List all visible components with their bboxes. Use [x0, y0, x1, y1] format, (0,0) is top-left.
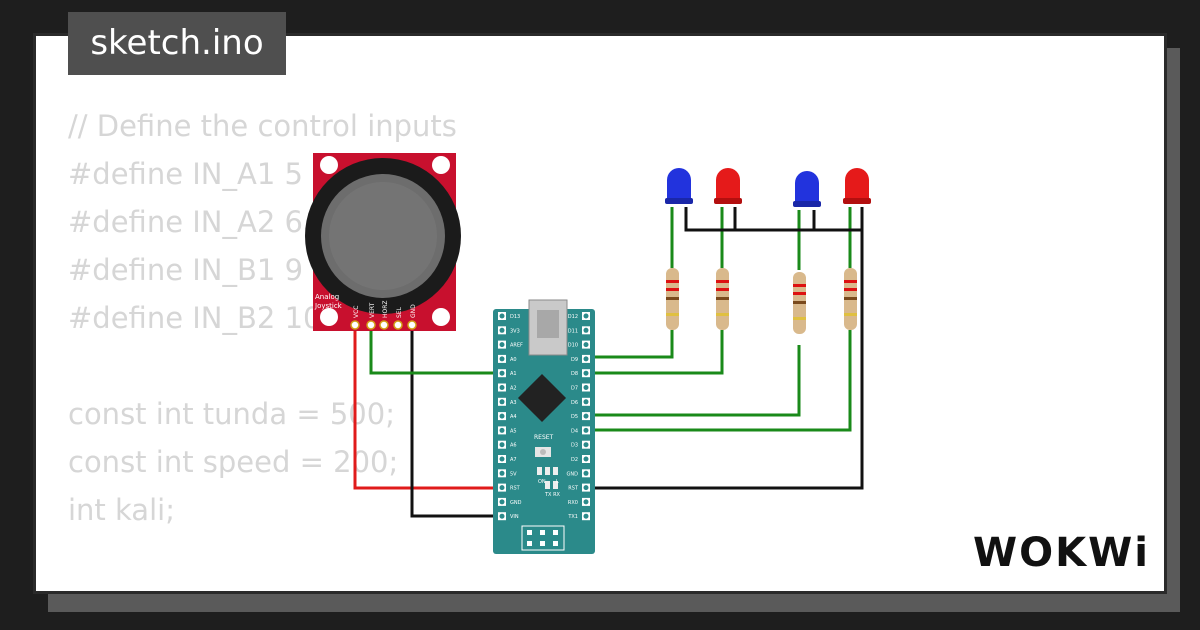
joystick-pin-label: SEL — [396, 306, 403, 318]
board-pin-label: D13 — [510, 314, 520, 320]
board-pin-label: TX1 — [567, 514, 578, 520]
led-blue-1[interactable] — [665, 168, 693, 204]
led-blue-2[interactable] — [793, 171, 821, 207]
board-pin-label: D2 — [571, 457, 578, 463]
resistor-3[interactable] — [793, 272, 806, 334]
leds — [665, 168, 871, 207]
joystick-pin-label: GND — [410, 304, 417, 318]
code-line: #define IN_B1 9 — [68, 253, 304, 287]
wire-joystick-vcc-to-5v[interactable] — [353, 325, 502, 490]
board-pin-label: RX0 — [568, 500, 578, 506]
led-red-1[interactable] — [714, 168, 742, 204]
board-pin-label: GND — [510, 500, 522, 506]
board-leds — [537, 467, 558, 489]
code-line: const int tunda = 500; — [68, 397, 395, 431]
board-pin-label: A7 — [510, 457, 517, 463]
board-pin-label: A2 — [510, 386, 517, 392]
wire-led-common-ground-2[interactable] — [735, 210, 816, 232]
board-pin-label: D12 — [568, 314, 578, 320]
board-pin-label: 3V3 — [510, 328, 520, 334]
wire-d6-to-resistor3[interactable] — [586, 345, 801, 417]
code-line: #define IN_B2 10 — [68, 301, 322, 335]
code-line: #define IN_A2 6 — [68, 205, 303, 239]
wire-led-common-ground-3[interactable] — [814, 207, 864, 232]
board-pin-label: D9 — [571, 357, 578, 363]
joystick-label: Joystick — [314, 302, 343, 310]
board-pin-label: A6 — [510, 443, 517, 449]
board-pin-label: D6 — [571, 400, 578, 406]
board-pin-label: D7 — [571, 386, 578, 392]
joystick-pin-label: VCC — [353, 306, 360, 318]
resistor-2[interactable] — [716, 268, 729, 330]
file-tab[interactable]: sketch.ino — [68, 12, 286, 75]
board-pin-label: D3 — [571, 443, 578, 449]
board-pin-label: D11 — [568, 328, 578, 334]
wire-d5-to-resistor4[interactable] — [586, 330, 852, 432]
wire-joystick-vert-to-a0[interactable] — [369, 325, 502, 375]
led-label-on: ON — [538, 479, 546, 485]
joystick-pin-row — [350, 320, 417, 330]
board-pin-label: D5 — [571, 414, 578, 420]
code-line: #define IN_A1 5 — [68, 157, 303, 191]
wires — [353, 207, 864, 518]
joystick-module[interactable]: Analog Joystick VCC VERT HORZ SEL GND — [305, 153, 461, 331]
board-pin-label: 5V — [510, 471, 517, 477]
resistors — [666, 268, 857, 334]
resistor-1[interactable] — [666, 268, 679, 330]
led-label-l: L — [556, 479, 559, 485]
code-editor: // Define the control inputs #define IN_A… — [68, 102, 457, 591]
wokwi-logo: WOKWi — [973, 530, 1150, 576]
txrx-label: TX RX — [544, 492, 561, 498]
board-pin-label: D8 — [571, 371, 578, 377]
wire-led-ground-to-board[interactable] — [586, 230, 864, 490]
board-pin-label: D10 — [568, 343, 578, 349]
microcontroller-chip — [517, 373, 567, 423]
wire-d10-to-resistor1[interactable] — [586, 330, 674, 359]
board-pin-label: A3 — [510, 400, 517, 406]
board-pin-label: D4 — [571, 428, 578, 434]
board-pin-label: RST — [510, 486, 521, 492]
joystick-label: Analog — [315, 293, 339, 301]
code-line: int kali; — [68, 493, 175, 527]
code-line: void setup() { — [68, 582, 457, 591]
board-pin-label: RST — [568, 486, 579, 492]
reset-label: RESET — [534, 434, 554, 441]
board-pin-label: GND — [567, 471, 579, 477]
code-line: const int speed = 200; — [68, 445, 399, 479]
wire-d9-to-resistor2[interactable] — [586, 330, 724, 375]
board-pin-label: AREF — [510, 343, 523, 349]
board-pin-label: A5 — [510, 428, 517, 434]
joystick-pin-label: HORZ — [382, 300, 389, 318]
board-pin-label: A4 — [510, 414, 517, 420]
wire-led-common-ground[interactable] — [684, 207, 737, 232]
icsp-header — [521, 525, 565, 551]
board-pin-label: VIN — [510, 514, 519, 520]
code-line: // Define the control inputs — [68, 109, 457, 143]
led-red-2[interactable] — [843, 168, 871, 204]
resistor-4[interactable] — [844, 268, 857, 330]
preview-card: // Define the control inputs #define IN_A… — [33, 33, 1167, 594]
joystick-pin-label: VERT — [369, 302, 376, 318]
board-pin-label: A1 — [510, 371, 517, 377]
board-pin-label: A0 — [510, 357, 517, 363]
wire-joystick-gnd-to-gnd[interactable] — [410, 325, 502, 518]
